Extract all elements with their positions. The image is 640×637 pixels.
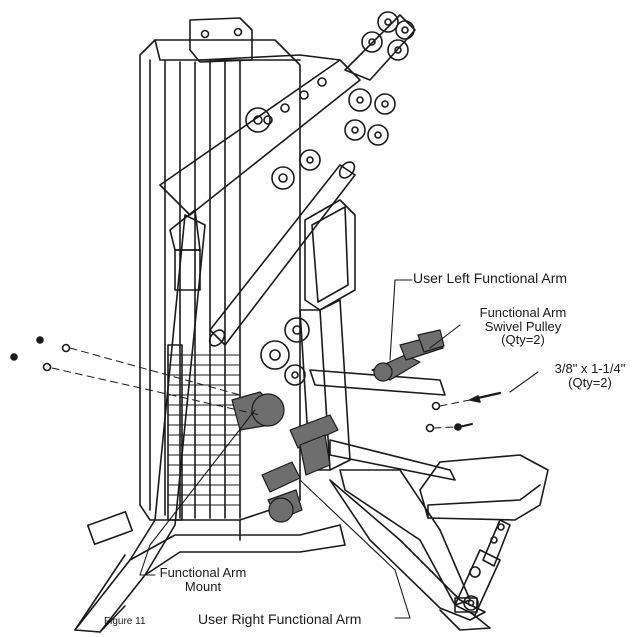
callout-user-left-functional-arm: User Left Functional Arm [413, 270, 568, 286]
callout-swivel-pulley-line2: Swivel Pulley [484, 318, 562, 334]
base-frame [129, 519, 491, 631]
leader-lines [139, 279, 539, 619]
hardware-bolts [10, 336, 502, 433]
functional-arm-parts [231, 329, 445, 523]
cross-bar-cylinder [208, 161, 356, 347]
figure-caption: Figure 11 [104, 616, 146, 627]
callout-bolt-spec: 3/8" x 1-1/4" (Qty=2) [545, 362, 635, 389]
left-leg-frame [74, 214, 206, 633]
callout-bolt-line2: (Qty=2) [568, 374, 612, 390]
callout-mount-line2: Mount [184, 578, 222, 594]
assembly-dash-lines [51, 347, 471, 429]
callout-functional-arm-swivel-pulley: Functional Arm Swivel Pulley (Qty=2) [448, 306, 598, 347]
callout-functional-arm-mount: Functional Arm Mount [148, 566, 258, 593]
mid-pulleys [245, 107, 321, 386]
weight-stack-tower [139, 39, 301, 521]
callout-swivel-pulley-line1: Functional Arm [479, 305, 567, 320]
back-pad-upright [299, 199, 356, 471]
seat-and-right-frame [309, 369, 549, 621]
upper-frame-arm [159, 54, 361, 291]
callout-mount-line1: Functional Arm [159, 565, 247, 580]
callout-bolt-line1: 3/8" x 1-1/4" [554, 361, 626, 376]
callout-user-right-functional-arm: User Right Functional Arm [198, 611, 362, 627]
top-pulley-cluster [344, 11, 416, 146]
callout-swivel-pulley-line3: (Qty=2) [501, 332, 545, 348]
